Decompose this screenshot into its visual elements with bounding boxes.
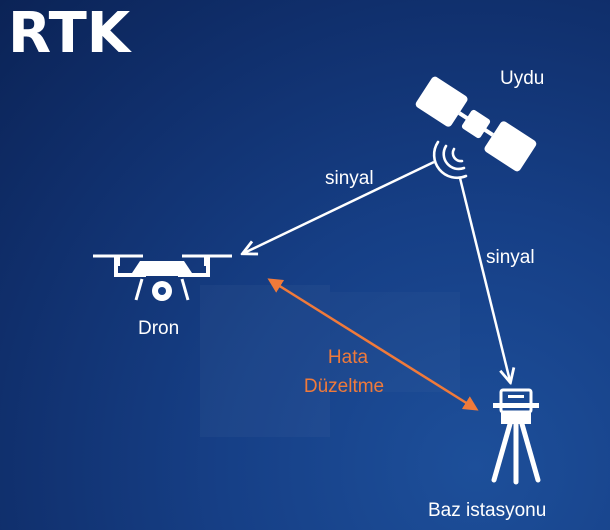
drone-label: Dron [138,318,179,339]
base-station-icon [491,388,541,485]
signal-label-base: sinyal [486,247,535,268]
drone-icon [93,254,232,301]
satellite-icon [415,76,537,172]
signal-waves-icon [432,140,468,180]
signal-arrow-to-drone [244,160,435,253]
page-title: RTK [8,1,133,66]
signal-arrow-to-base [458,177,510,381]
background-panel [200,285,330,437]
correction-arrow [267,278,479,411]
signal-label-drone: sinyal [325,168,374,189]
correction-label-line1: Hata [328,347,369,368]
correction-label-line2: Düzeltme [304,376,384,397]
satellite-label: Uydu [500,68,544,89]
base-station-label: Baz istasyonu [428,500,546,521]
